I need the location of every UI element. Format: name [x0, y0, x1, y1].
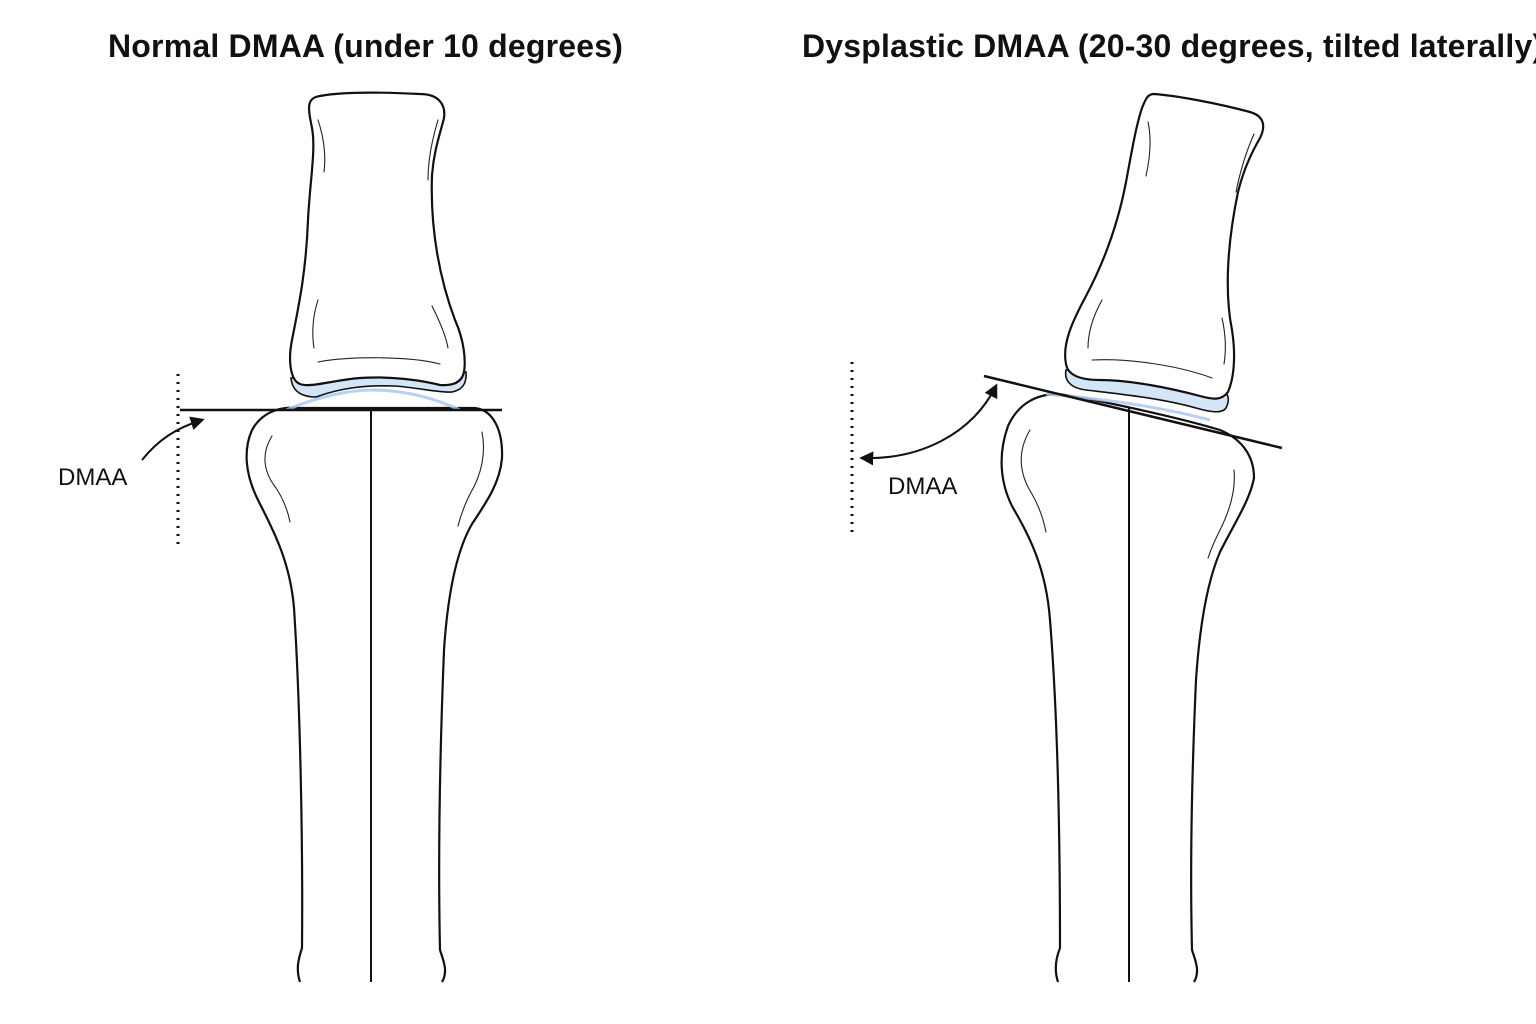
dysplastic-dmaa-label: DMAA [888, 473, 958, 500]
dysplastic-metatarsal-bone [1000, 392, 1256, 983]
normal-metatarsal-bone [245, 406, 504, 983]
dysplastic-articular-line [983, 374, 1283, 450]
normal-phalanx-contour-base-left [312, 299, 319, 349]
normal-metatarsal-contour-left [264, 435, 291, 523]
normal-phalanx-contour-left [317, 119, 326, 173]
normal-phalanx-contour-base-right [431, 305, 449, 349]
normal-articular-halo [285, 388, 461, 412]
dysplastic-phalanx-contour-base-right [1221, 317, 1226, 365]
normal-phalanx-contour-right [427, 119, 439, 181]
normal-dmaa-label: DMAA [58, 464, 128, 491]
dysplastic-phalanx-contour-base-left [1087, 299, 1103, 349]
dysplastic-panel [850, 92, 1283, 983]
dysplastic-metatarsal-contour-right [1207, 469, 1235, 559]
normal-panel-title: Normal DMAA (under 10 degrees) [108, 28, 624, 64]
normal-phalanx-contour-joint [317, 357, 441, 365]
normal-proximal-phalanx [289, 91, 466, 387]
dysplastic-phalanx-contour-left [1145, 121, 1151, 177]
dysplastic-dmaa-arrow [859, 383, 998, 466]
dysplastic-proximal-phalanx [1064, 92, 1265, 400]
normal-dmaa-arrow [141, 416, 205, 461]
dysplastic-phalanx-contour-right [1235, 133, 1255, 193]
dysplastic-panel-title: Dysplastic DMAA (20-30 degrees, tilted l… [802, 28, 1536, 64]
dysplastic-phalanx-contour-joint [1091, 359, 1213, 379]
normal-metatarsal-contour-right [457, 431, 485, 527]
normal-panel [141, 91, 504, 983]
dysplastic-metatarsal-contour-left [1020, 429, 1047, 533]
